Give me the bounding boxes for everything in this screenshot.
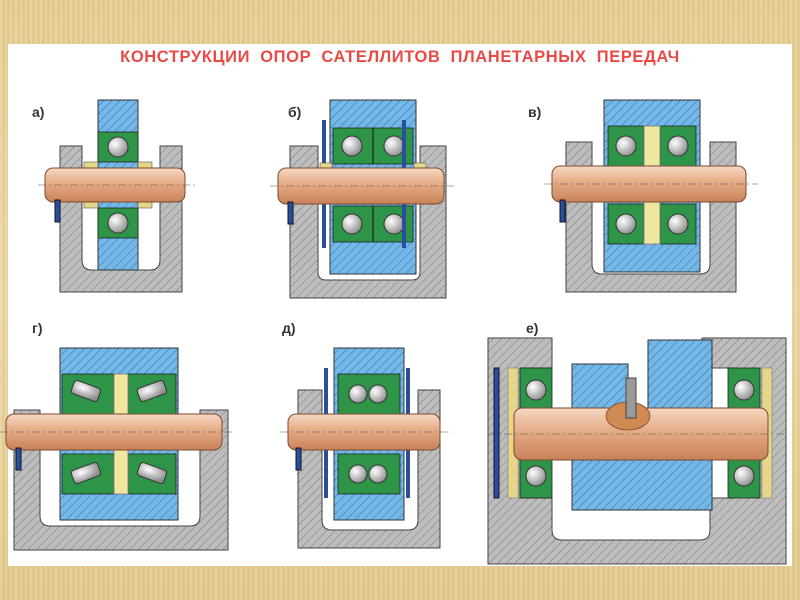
roller-g-1 (70, 379, 102, 403)
ball-v-4 (667, 213, 689, 235)
slide-title: КОНСТРУКЦИИ ОПОР САТЕЛЛИТОВ ПЛАНЕТАРНЫХ … (120, 48, 680, 66)
diagram-e (487, 337, 787, 565)
ball-e-3 (733, 379, 755, 401)
ball-a-top (107, 136, 129, 158)
lock-plate-v (559, 199, 566, 223)
ball-b-3 (341, 213, 363, 235)
ball-b-1 (341, 135, 363, 157)
housing-a (59, 145, 183, 293)
variant-label-d: д) (282, 320, 296, 336)
housing-d (297, 389, 441, 549)
lock-plate-a (54, 199, 61, 223)
lock-plate-g (15, 447, 22, 471)
diagram-a (38, 99, 196, 293)
ball-a-bottom (107, 212, 129, 234)
roller-g-4 (136, 461, 168, 485)
lock-plate-b (287, 201, 294, 225)
ball-v-2 (667, 135, 689, 157)
ball-e-1 (525, 379, 547, 401)
ball-b-2 (383, 135, 405, 157)
ball-v-1 (615, 135, 637, 157)
pin-e (625, 377, 637, 419)
ball-v-3 (615, 213, 637, 235)
ball-e-2 (525, 465, 547, 487)
lock-plate-d (295, 447, 302, 471)
lock-plate-e (493, 367, 500, 499)
ball-d-1 (348, 384, 368, 404)
roller-g-3 (70, 461, 102, 485)
ball-d-4 (368, 464, 388, 484)
ball-b-4 (383, 213, 405, 235)
variant-label-v: в) (528, 104, 542, 120)
variant-label-a: а) (32, 104, 45, 120)
ball-e-4 (733, 465, 755, 487)
gear-e-right (647, 339, 713, 421)
diagram-v (544, 99, 758, 293)
roller-g-2 (136, 379, 168, 403)
ball-d-2 (368, 384, 388, 404)
variant-label-b: б) (288, 104, 302, 120)
variant-label-e: е) (526, 320, 539, 336)
ball-d-3 (348, 464, 368, 484)
variant-label-g: г) (32, 320, 43, 336)
diagram-g (0, 347, 234, 551)
housing-v (565, 141, 737, 293)
diagram-b (270, 99, 456, 299)
diagram-d (280, 347, 452, 549)
housing-b (289, 145, 447, 299)
